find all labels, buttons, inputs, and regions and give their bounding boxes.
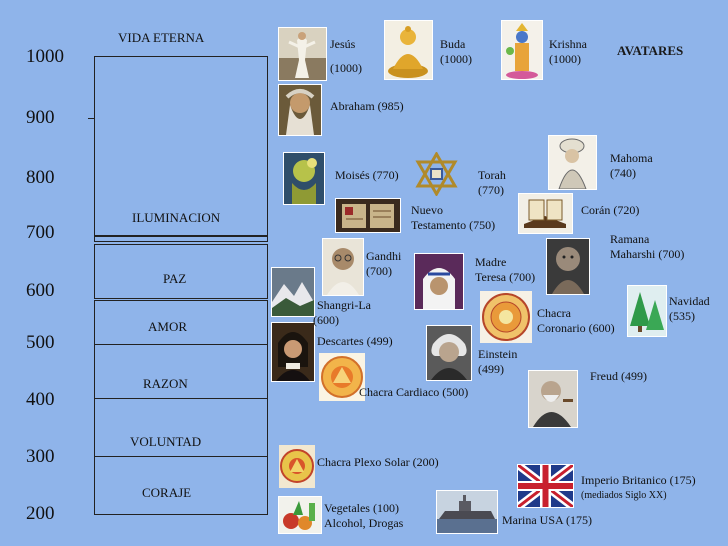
chacra-plexo-solar-image (278, 444, 316, 489)
label-shangri-la-value: (600) (313, 313, 339, 327)
level-iluminacion: ILUMINACION (132, 210, 221, 225)
scale-1000: 1000 (26, 46, 64, 67)
moises-image (283, 152, 325, 205)
label-mahoma-name: Mahoma (610, 151, 653, 165)
label-einstein-value: (499) (478, 362, 504, 376)
bar-paz (94, 244, 268, 299)
scale-800: 800 (26, 167, 55, 188)
label-chacra-coronario-value: Coronario (600) (537, 321, 615, 335)
label-krishna: Krishna (1000) (549, 37, 587, 67)
label-chacra-coronario-name: Chacra (537, 306, 571, 320)
label-navidad-name: Navidad (669, 294, 710, 308)
label-navidad-value: (535) (669, 309, 695, 323)
scale-600: 600 (26, 280, 55, 301)
einstein-image (426, 325, 472, 381)
label-ramana-name: Ramana (610, 232, 650, 246)
label-nuevo-testamento-value: Testamento (750) (411, 218, 496, 232)
gandhi-image (322, 238, 364, 296)
label-mahoma: Mahoma (740) (610, 151, 653, 181)
label-einstein: Einstein (499) (478, 347, 517, 377)
scale-300: 300 (26, 446, 55, 467)
krishna-image (501, 20, 543, 80)
label-abraham: Abraham (985) (330, 99, 404, 113)
label-buda-name: Buda (440, 37, 466, 51)
buda-image (384, 20, 433, 80)
jesus-image (278, 27, 327, 81)
label-ramana-value: Maharshi (700) (610, 247, 685, 261)
label-madre-teresa-name: Madre (475, 255, 507, 269)
label-jesus: Jesús (1000) (330, 37, 362, 76)
label-chacra-cardiaco: Chacra Cardiaco (500) (359, 385, 469, 399)
level-amor: AMOR (148, 319, 188, 334)
label-nuevo-testamento: Nuevo Testamento (750) (411, 203, 495, 233)
scale-200: 200 (26, 503, 55, 524)
label-shangri-la-name: Shangri-La (317, 298, 371, 312)
scale-900: 900 (26, 107, 55, 128)
title-avatares: AVATARES (617, 43, 684, 58)
label-chacra-coronario: Chacra Coronario (600) (537, 306, 615, 336)
label-jesus-value: (1000) (330, 61, 362, 75)
label-torah: Torah (770) (478, 168, 506, 198)
bar-vida-eterna (94, 56, 268, 236)
label-descartes: Descartes (499) (317, 334, 393, 348)
bar-voluntad (94, 398, 268, 457)
label-buda: Buda (1000) (440, 37, 472, 67)
label-torah-name: Torah (478, 168, 506, 182)
label-vegetales-name: Vegetales (100) (324, 501, 399, 515)
torah-star-image (414, 151, 459, 197)
ramana-image (546, 238, 590, 295)
label-ramana: Ramana Maharshi (700) (610, 232, 684, 262)
label-coran: Corán (720) (581, 203, 640, 217)
vegetales-image (278, 496, 322, 534)
madre-teresa-image (414, 253, 464, 310)
label-navidad: Navidad (535) (669, 294, 710, 324)
label-krishna-name: Krishna (549, 37, 587, 51)
label-einstein-name: Einstein (478, 347, 518, 361)
label-torah-value: (770) (478, 183, 504, 197)
scale-400: 400 (26, 389, 55, 410)
label-gandhi: Gandhi (700) (366, 249, 401, 279)
label-marina-usa: Marina USA (175) (502, 513, 592, 527)
label-vegetales: Vegetales (100) Alcohol, Drogas (324, 501, 403, 531)
label-krishna-value: (1000) (549, 52, 581, 66)
descartes-image (271, 322, 315, 382)
label-chacra-plexo-solar: Chacra Plexo Solar (200) (317, 455, 439, 469)
label-gandhi-value: (700) (366, 264, 392, 278)
abraham-image (278, 84, 322, 136)
coran-image (518, 193, 573, 234)
label-buda-value: (1000) (440, 52, 472, 66)
label-shangri-la: Shangri-La (600) (313, 298, 371, 328)
nuevo-testamento-image (335, 198, 401, 233)
level-vida-eterna: VIDA ETERNA (118, 30, 205, 45)
bar-iluminacion (94, 236, 268, 242)
navidad-image (627, 285, 667, 337)
label-madre-teresa: Madre Teresa (700) (475, 255, 535, 285)
level-razon: RAZON (143, 376, 188, 391)
level-coraje: CORAJE (142, 485, 192, 500)
tick-900 (88, 118, 94, 119)
label-freud: Freud (499) (590, 369, 647, 383)
label-madre-teresa-value: Teresa (700) (475, 270, 536, 284)
label-nuevo-testamento-name: Nuevo (411, 203, 443, 217)
freud-image (528, 370, 578, 428)
shangri-la-image (271, 267, 315, 317)
label-jesus-name: Jesús (330, 37, 356, 51)
chacra-cardiaco-image (318, 352, 366, 402)
label-imperio-britanico-name: Imperio Britanico (175) (581, 473, 696, 487)
union-jack-flag-image (517, 464, 574, 508)
label-gandhi-name: Gandhi (366, 249, 402, 263)
label-imperio-britanico: Imperio Britanico (175) (mediados Siglo … (581, 473, 696, 503)
chacra-coronario-image (479, 290, 533, 344)
label-imperio-britanico-note: (mediados Siglo XX) (581, 490, 667, 501)
scale-500: 500 (26, 332, 55, 353)
level-paz: PAZ (163, 271, 187, 286)
label-moises: Moisés (770) (335, 168, 399, 182)
label-mahoma-value: (740) (610, 166, 636, 180)
level-voluntad: VOLUNTAD (130, 434, 202, 449)
bar-coraje (94, 456, 268, 515)
mahoma-image (548, 135, 597, 190)
marina-usa-ship-image (436, 490, 498, 534)
label-vegetales-note: Alcohol, Drogas (324, 516, 404, 530)
scale-700: 700 (26, 222, 55, 243)
